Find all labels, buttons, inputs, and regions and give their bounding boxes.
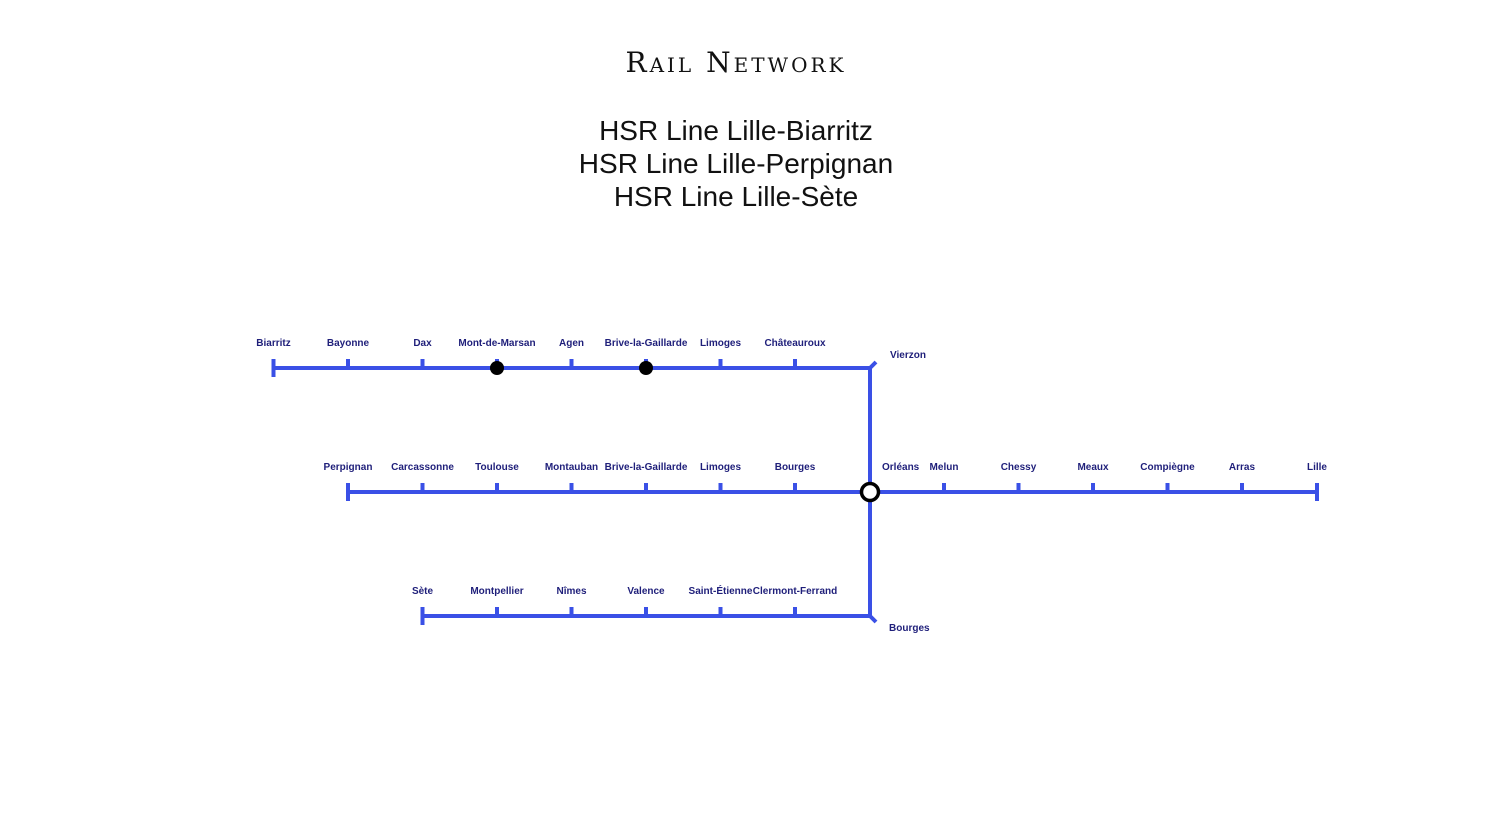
east-station-meaux: Meaux xyxy=(1077,462,1109,473)
junction-label-vierzon: Vierzon xyxy=(890,350,926,361)
bottom-station-valence: Valence xyxy=(627,586,665,597)
line-name-perpignan: HSR Line Lille-Perpignan xyxy=(578,148,894,179)
middle-station-bourges: Bourges xyxy=(775,462,816,473)
top-station-bayonne: Bayonne xyxy=(327,338,370,349)
top-station-biarritz: Biarritz xyxy=(256,338,290,349)
middle-station-brive-la-gaillarde: Brive-la-Gaillarde xyxy=(605,462,688,473)
bottom-corner-diagonal xyxy=(868,614,878,624)
middle-station-carcassonne: Carcassonne xyxy=(391,462,454,473)
top-station-limoges: Limoges xyxy=(700,338,742,349)
middle-station-montauban: Montauban xyxy=(545,462,598,473)
top-station-dax: Dax xyxy=(413,338,432,349)
top-major-stop-brive-la-gaillarde xyxy=(639,361,653,375)
east-station-compiegne: Compiègne xyxy=(1140,462,1195,473)
east-station-melun: Melun xyxy=(930,462,959,473)
top-station-mont-de-marsan: Mont-de-Marsan xyxy=(458,338,535,349)
line-list: HSR Line Lille-Biarritz HSR Line Lille-P… xyxy=(0,114,1472,213)
middle-station-toulouse: Toulouse xyxy=(475,462,519,473)
east-station-arras: Arras xyxy=(1229,462,1256,473)
east-station-chessy: Chessy xyxy=(1001,462,1037,473)
hub-interchange-orleans xyxy=(859,481,881,503)
top-station-chateauroux: Châteauroux xyxy=(764,338,826,349)
bottom-station-clermont-ferrand: Clermont-Ferrand xyxy=(753,586,837,597)
top-corner-diagonal xyxy=(868,360,878,370)
middle-station-perpignan: Perpignan xyxy=(324,462,373,473)
bottom-station-sete: Sète xyxy=(412,586,434,597)
east-station-lille: Lille xyxy=(1307,462,1327,473)
junction-label-bourges: Bourges xyxy=(889,623,930,634)
line-name-biarritz: HSR Line Lille-Biarritz xyxy=(599,115,873,146)
top-station-agen: Agen xyxy=(559,338,584,349)
line-name-sete: HSR Line Lille-Sète xyxy=(613,181,859,212)
bottom-station-nimes: Nîmes xyxy=(556,586,586,597)
bottom-station-montpellier: Montpellier xyxy=(470,586,523,597)
bottom-station-saint-etienne: Saint-Étienne xyxy=(689,584,753,597)
hub-label-orleans: Orléans xyxy=(882,462,920,473)
top-station-brive-la-gaillarde: Brive-la-Gaillarde xyxy=(605,338,688,349)
top-major-stop-mont-de-marsan xyxy=(490,361,504,375)
page-title: Rail Network xyxy=(625,46,847,79)
middle-station-limoges: Limoges xyxy=(700,462,742,473)
